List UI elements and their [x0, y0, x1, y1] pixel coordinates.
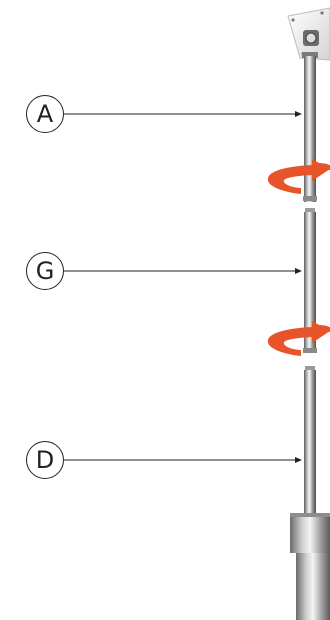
callout-a: A	[26, 95, 64, 133]
pole-segment-g	[303, 208, 317, 353]
rotate-arrow-icon	[267, 159, 330, 194]
callout-g: G	[26, 252, 64, 290]
leader-lines	[64, 111, 302, 463]
leader-arrowhead-a	[295, 111, 302, 117]
leader-arrowhead-d	[295, 457, 302, 463]
mount-plate	[287, 7, 330, 61]
pole-segment-a	[302, 52, 318, 202]
pole-segment-d	[290, 366, 330, 620]
rotate-arrow-icon	[267, 321, 330, 356]
leader-arrowhead-g	[295, 268, 302, 274]
callout-d: D	[26, 441, 64, 479]
